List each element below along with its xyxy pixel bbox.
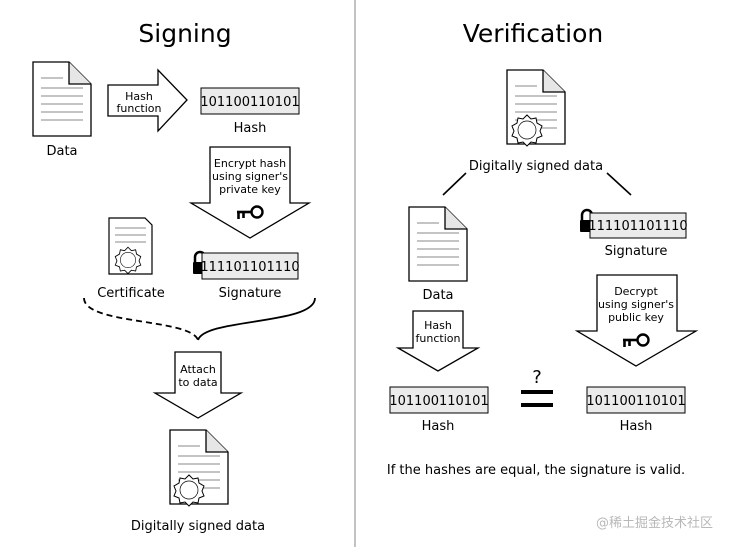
attach-label-line1: Attach [180, 363, 216, 376]
watermark: @稀土掘金技术社区 [596, 515, 713, 531]
certificate-brace [83, 297, 199, 341]
conclusion-text: If the hashes are equal, the signature i… [387, 463, 685, 478]
verify-data-label: Data [422, 288, 453, 303]
decrypt-label-line3: public key [608, 311, 664, 324]
signature-value-box [201, 252, 299, 280]
verify-signature-label: Signature [605, 244, 668, 259]
verify-hash-function-line2: function [416, 332, 461, 345]
certificate-icon [108, 217, 153, 275]
encrypt-label-line2: using signer's [212, 170, 288, 183]
hash-function-arrow-icon [107, 68, 188, 133]
hash-value: 101100110101 [200, 95, 299, 110]
left-hash-value: 101100110101 [389, 394, 488, 409]
verify-hash-function-line1: Hash [424, 319, 452, 332]
hash-value-box [200, 87, 300, 115]
decrypt-label-line2: using signer's [598, 298, 674, 311]
data-label: Data [46, 144, 77, 159]
hash-label: Hash [234, 121, 267, 136]
signature-value: 111101101110 [200, 260, 299, 275]
split-line-left [442, 172, 467, 196]
verification-title: Verification [463, 19, 603, 48]
equals-icon [521, 390, 553, 407]
certificate-label: Certificate [97, 286, 165, 301]
right-hash-value-box [586, 386, 686, 414]
signature-label: Signature [219, 286, 282, 301]
right-hash-label: Hash [620, 419, 653, 434]
verify-data-document-icon [408, 206, 468, 282]
encrypt-label-line3: private key [219, 183, 281, 196]
signature-brace [197, 297, 316, 341]
signed-document-icon [169, 429, 229, 507]
verify-signature-value-box [589, 212, 687, 239]
left-hash-value-box [389, 386, 489, 414]
verify-signed-data-label: Digitally signed data [469, 159, 603, 174]
hash-function-label-line2: function [117, 102, 162, 115]
right-hash-value: 101100110101 [586, 394, 685, 409]
verify-hash-function-arrow-icon [395, 310, 481, 372]
signing-title: Signing [138, 19, 231, 48]
split-line-right [606, 172, 632, 196]
encrypt-arrow-icon [188, 146, 312, 239]
verify-signed-document-icon [506, 69, 566, 147]
data-document-icon [32, 61, 92, 137]
signed-data-label: Digitally signed data [131, 519, 265, 534]
attach-label-line2: to data [178, 376, 217, 389]
decrypt-arrow-icon [574, 274, 699, 367]
question-mark: ? [532, 367, 542, 388]
encrypt-label-line1: Encrypt hash [214, 157, 286, 170]
hash-function-label-line1: Hash [125, 90, 153, 103]
left-hash-label: Hash [422, 419, 455, 434]
attach-arrow-icon [152, 351, 244, 419]
verify-signature-value: 111101101110 [588, 219, 687, 234]
decrypt-label-line1: Decrypt [614, 285, 658, 298]
